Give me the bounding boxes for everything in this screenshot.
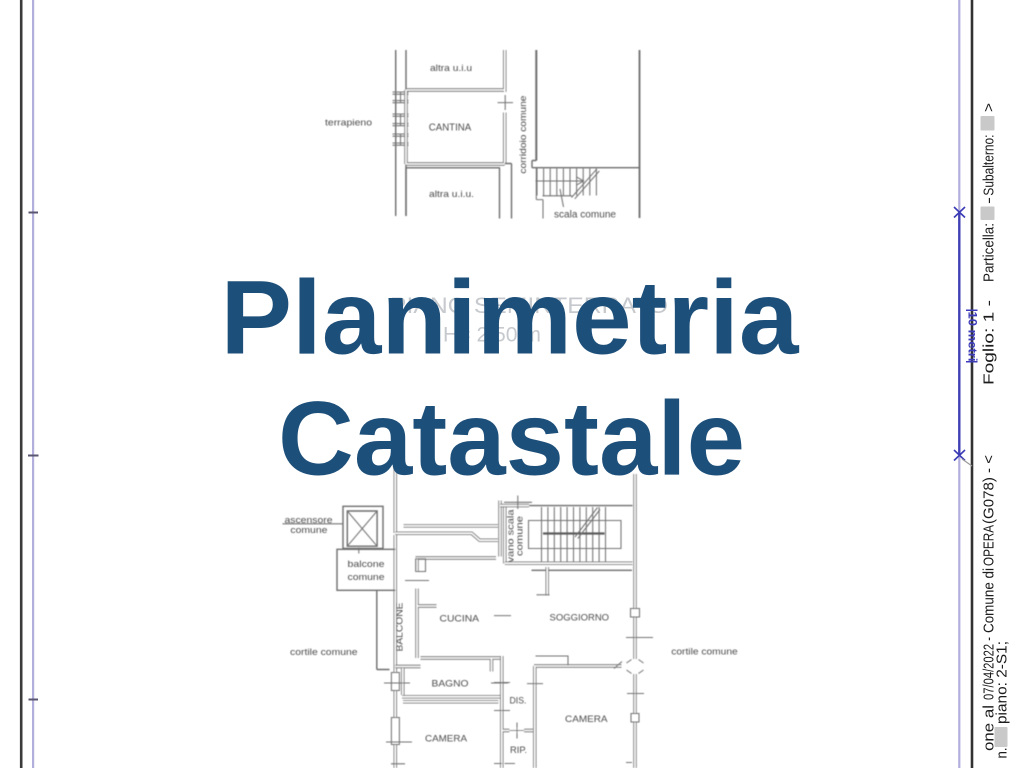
svg-text:10 metri: 10 metri bbox=[966, 312, 978, 362]
svg-text:n.: n. bbox=[994, 748, 1011, 759]
svg-text:H= 2,50 m: H= 2,50 m bbox=[443, 324, 541, 347]
svg-text:SOGGIORNO: SOGGIORNO bbox=[550, 613, 610, 624]
svg-text:Particella:: Particella: bbox=[981, 223, 998, 282]
svg-text:-: - bbox=[981, 197, 998, 204]
svg-text:comune: comune bbox=[290, 525, 327, 535]
svg-text:vano scala: vano scala bbox=[506, 508, 516, 562]
svg-text:comune: comune bbox=[515, 516, 525, 556]
svg-text:07/04/2022 -: 07/04/2022 - bbox=[981, 637, 998, 700]
svg-text:one al: one al bbox=[981, 705, 998, 751]
svg-text:PIANO SEMINTERRATO: PIANO SEMINTERRATO bbox=[390, 293, 668, 318]
svg-text:CAMERA: CAMERA bbox=[565, 714, 608, 725]
svg-text:BAGNO: BAGNO bbox=[432, 679, 469, 690]
svg-text:scala comune: scala comune bbox=[554, 210, 617, 221]
svg-text:Foglio: 1 -: Foglio: 1 - bbox=[981, 300, 998, 385]
svg-text:>: > bbox=[981, 103, 998, 112]
svg-text:terrapieno: terrapieno bbox=[325, 118, 372, 129]
svg-text:Catastale: Catastale bbox=[278, 381, 745, 498]
svg-text:Subalterno:: Subalterno: bbox=[981, 135, 998, 196]
svg-text:altra u.i.u.: altra u.i.u. bbox=[429, 189, 474, 200]
svg-text:ascensore: ascensore bbox=[285, 515, 333, 525]
svg-text:CUCINA: CUCINA bbox=[440, 614, 480, 625]
svg-text:piano: 2-S1;: piano: 2-S1; bbox=[994, 641, 1011, 724]
svg-text:CAMERA: CAMERA bbox=[425, 734, 468, 745]
svg-text:(G078) - <: (G078) - < bbox=[981, 455, 998, 524]
svg-text:corridoio comune: corridoio comune bbox=[518, 96, 528, 174]
svg-text:DIS.: DIS. bbox=[510, 696, 527, 706]
svg-text:CANTINA: CANTINA bbox=[429, 123, 472, 134]
svg-text:comune: comune bbox=[348, 572, 385, 582]
svg-text:Planimetria: Planimetria bbox=[221, 260, 801, 377]
svg-text:RIP.: RIP. bbox=[510, 745, 527, 755]
svg-text:altra u.i.u: altra u.i.u bbox=[430, 63, 472, 74]
svg-text:OPERA: OPERA bbox=[981, 525, 998, 566]
svg-text:Comune di: Comune di bbox=[981, 568, 998, 633]
svg-text:cortile comune: cortile comune bbox=[290, 647, 358, 658]
svg-text:balcone: balcone bbox=[348, 559, 385, 569]
svg-text:cortile comune: cortile comune bbox=[671, 647, 738, 658]
svg-text:BALCONE: BALCONE bbox=[395, 603, 405, 652]
